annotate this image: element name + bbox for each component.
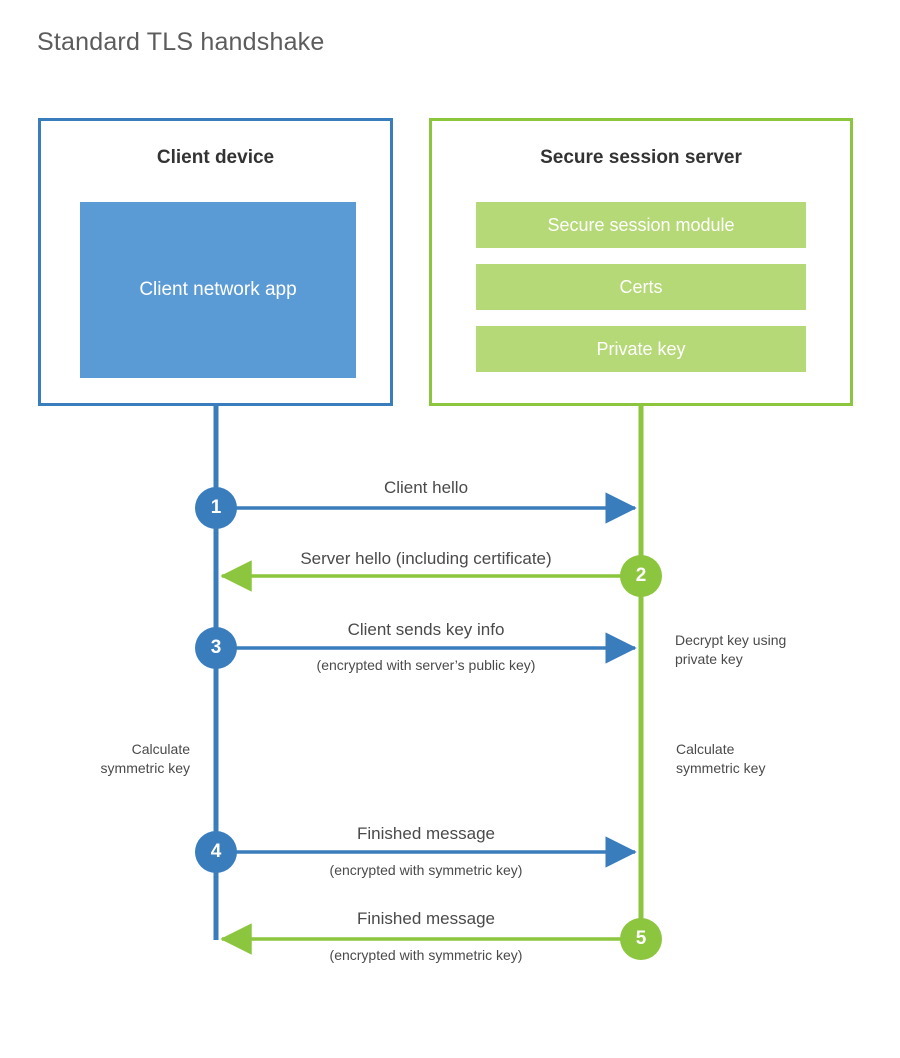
annotation-calculate-symmetric-key-server: Calculate symmetric key: [676, 740, 856, 778]
annotation-decrypt-key: Decrypt key using private key: [675, 631, 865, 669]
step-label-4: Finished message: [357, 824, 495, 843]
client-device-box: Client device Client network app: [38, 118, 393, 406]
page-title: Standard TLS handshake: [37, 28, 325, 56]
server-component-secure-session-module: Secure session module: [476, 202, 806, 248]
client-device-title: Client device: [156, 147, 275, 168]
annotation-decrypt-key-line-1: Decrypt key using: [675, 632, 787, 648]
annotation-calc-client-line-1: Calculate: [131, 741, 190, 757]
annotation-decrypt-key-line-2: private key: [675, 650, 743, 667]
step-sublabel-4: (encrypted with symmetric key): [329, 862, 523, 878]
step-marker-2[interactable]: 2: [620, 555, 662, 597]
server-component-private-key: Private key: [476, 326, 806, 372]
step-label-3: Client sends key info: [347, 620, 505, 639]
step-marker-1[interactable]: 1: [195, 487, 237, 529]
step-label-1: Client hello: [383, 478, 469, 497]
step-marker-4[interactable]: 4: [195, 831, 237, 873]
annotation-calc-server-line-2: symmetric key: [676, 759, 766, 776]
annotation-calc-client-line-2: symmetric key: [100, 759, 190, 776]
server-component-certs: Certs: [476, 264, 806, 310]
secure-session-server-box: Secure session server Secure session mod…: [429, 118, 853, 406]
step-sublabel-3: (encrypted with server’s public key): [316, 657, 536, 673]
step-label-5: Finished message: [357, 909, 495, 928]
step-marker-3[interactable]: 3: [195, 627, 237, 669]
step-marker-5[interactable]: 5: [620, 918, 662, 960]
server-component-list: Secure session module Certs Private key: [476, 202, 806, 372]
secure-session-server-title: Secure session server: [540, 147, 742, 168]
step-label-2: Server hello (including certificate): [300, 549, 552, 568]
annotation-calc-server-line-1: Calculate: [676, 741, 735, 757]
step-sublabel-5: (encrypted with symmetric key): [329, 947, 523, 963]
annotation-calculate-symmetric-key-client: Calculate symmetric key: [20, 740, 190, 778]
client-network-app-block: Client network app: [80, 202, 356, 378]
